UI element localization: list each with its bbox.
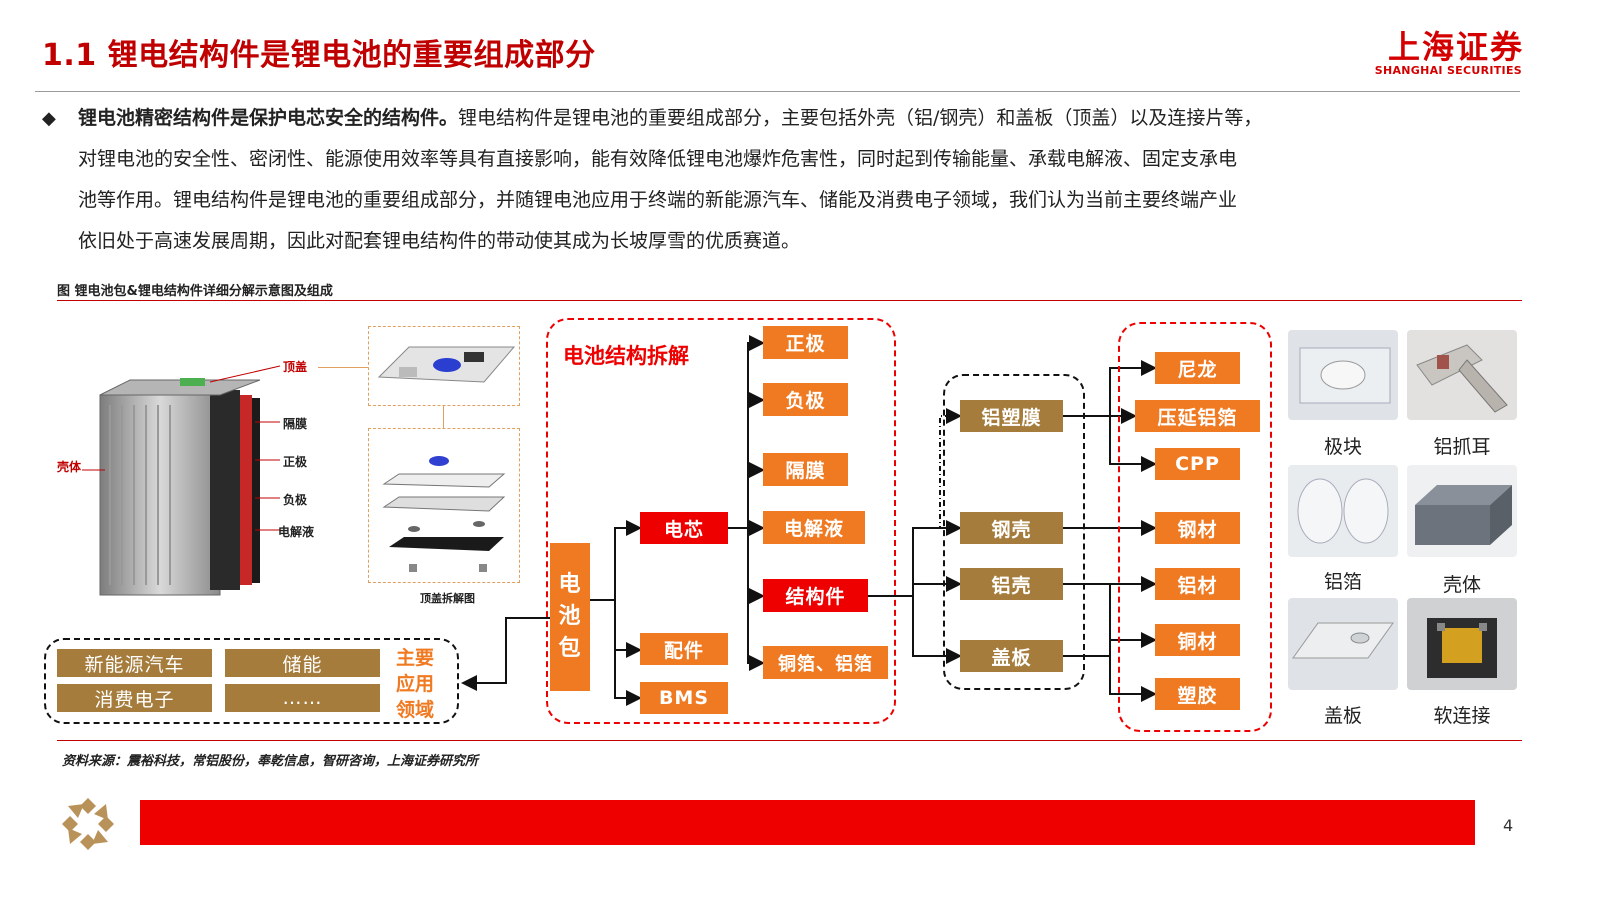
photo-label-cover-plate: 盖板	[1323, 705, 1362, 727]
app-item-nev: 新能源汽车	[57, 649, 212, 677]
photo-label-pole-block: 极块	[1323, 436, 1362, 458]
paragraph-line-3: 池等作用。锂电结构件是锂电池的重要组成部分，并随锂电池应用于终端的新能源汽车、储…	[78, 189, 1238, 211]
node-steel: 钢材	[1155, 512, 1240, 544]
app-item-storage: 储能	[225, 649, 380, 677]
label-top-cover: 顶盖	[283, 360, 308, 374]
brand-logo-subtext: SHANGHAI SECURITIES	[1374, 64, 1522, 77]
label-cathode: 正极	[283, 455, 308, 469]
figure-top-rule	[57, 300, 1522, 301]
node-al-plastic-film: 铝塑膜	[960, 400, 1063, 432]
node-separator: 隔膜	[763, 453, 848, 486]
company-emblem-icon	[62, 798, 114, 850]
structural-types-box	[943, 374, 1085, 690]
node-plastic: 塑胶	[1155, 678, 1240, 710]
page-title: 1.1 锂电结构件是锂电池的重要组成部分	[42, 38, 596, 73]
paragraph-line-2: 对锂电池的安全性、密闭性、能源使用效率等具有直接影响，能有效降低锂电池爆炸危害性…	[78, 148, 1238, 170]
brand-logo-text: 上海证券	[1387, 28, 1524, 66]
label-electrolyte: 电解液	[278, 525, 315, 539]
teardown-title: 电池结构拆解	[563, 344, 689, 368]
photo-soft-connector	[1407, 598, 1517, 690]
label-exploded-view: 顶盖拆解图	[420, 592, 475, 605]
page-number: 4	[1503, 816, 1514, 835]
label-shell: 壳体	[57, 460, 82, 474]
teardown-region	[546, 318, 896, 724]
photo-label-al-foil: 铝箔	[1323, 571, 1362, 593]
node-copper-al-foil: 铜箔、铝箔	[763, 646, 888, 679]
photo-label-shell: 壳体	[1442, 574, 1481, 596]
node-electrolyte: 电解液	[763, 511, 865, 544]
top-cover-exploded-view	[368, 428, 520, 583]
label-anode: 负极	[283, 493, 308, 507]
photo-al-foil	[1288, 465, 1398, 557]
node-cpp: CPP	[1155, 448, 1240, 480]
footer-bar	[140, 800, 1475, 845]
photo-label-al-tab: 铝抓耳	[1433, 436, 1491, 458]
paragraph-line-1-rest: 锂电结构件是锂电池的重要组成部分，主要包括外壳（铝/钢壳）和盖板（顶盖）以及连接…	[458, 107, 1263, 129]
node-copper: 铜材	[1155, 624, 1240, 656]
node-bms: BMS	[640, 682, 728, 714]
node-accessory: 配件	[640, 633, 728, 665]
app-item-more: ……	[225, 684, 380, 712]
photo-pole-block	[1288, 330, 1398, 420]
materials-region	[1118, 322, 1272, 732]
source-note: 资料来源：震裕科技，常铝股份，奉乾信息，智研咨询，上海证券研究所	[62, 754, 479, 769]
node-anode: 负极	[763, 383, 848, 416]
figure-bottom-rule	[57, 740, 1522, 741]
applications-box	[44, 638, 459, 724]
exploded-parts-image	[382, 456, 506, 572]
node-al-shell: 铝壳	[960, 568, 1063, 600]
node-steel-shell: 钢壳	[960, 512, 1063, 544]
paragraph-lead: 锂电池精密结构件是保护电芯安全的结构件。	[78, 107, 459, 129]
node-rolled-al-foil: 压延铝箔	[1135, 400, 1260, 432]
header-divider	[35, 91, 1520, 92]
photo-cover-plate	[1288, 598, 1398, 690]
applications-label: 主要 应用 领域	[395, 647, 434, 721]
top-cover-image	[377, 346, 516, 383]
figure-caption: 图 锂电池包&锂电结构件详细分解示意图及组成	[57, 284, 333, 299]
node-cover-plate: 盖板	[960, 640, 1063, 672]
node-cathode: 正极	[763, 326, 848, 359]
node-battery-pack: 电 池 包	[550, 543, 590, 691]
node-aluminum: 铝材	[1155, 568, 1240, 600]
top-cover-closeup	[368, 326, 520, 406]
paragraph-line-1: 锂电池精密结构件是保护电芯安全的结构件。锂电结构件是锂电池的重要组成部分，主要包…	[78, 103, 1262, 130]
photo-shell	[1407, 465, 1517, 557]
paragraph-line-4: 依旧处于高速发展周期，因此对配套锂电结构件的带动使其成为长坡厚雪的优质赛道。	[78, 230, 801, 252]
node-nylon: 尼龙	[1155, 352, 1240, 384]
diamond-bullet-icon: ◆	[42, 108, 56, 129]
label-separator: 隔膜	[283, 417, 308, 431]
node-structural-parts: 结构件	[763, 579, 868, 612]
app-item-consumer: 消费电子	[57, 684, 212, 712]
photo-al-tab	[1407, 330, 1517, 420]
battery-cell-illustration	[82, 365, 281, 596]
photo-label-soft-connector: 软连接	[1433, 705, 1491, 727]
node-cell: 电芯	[640, 512, 728, 544]
